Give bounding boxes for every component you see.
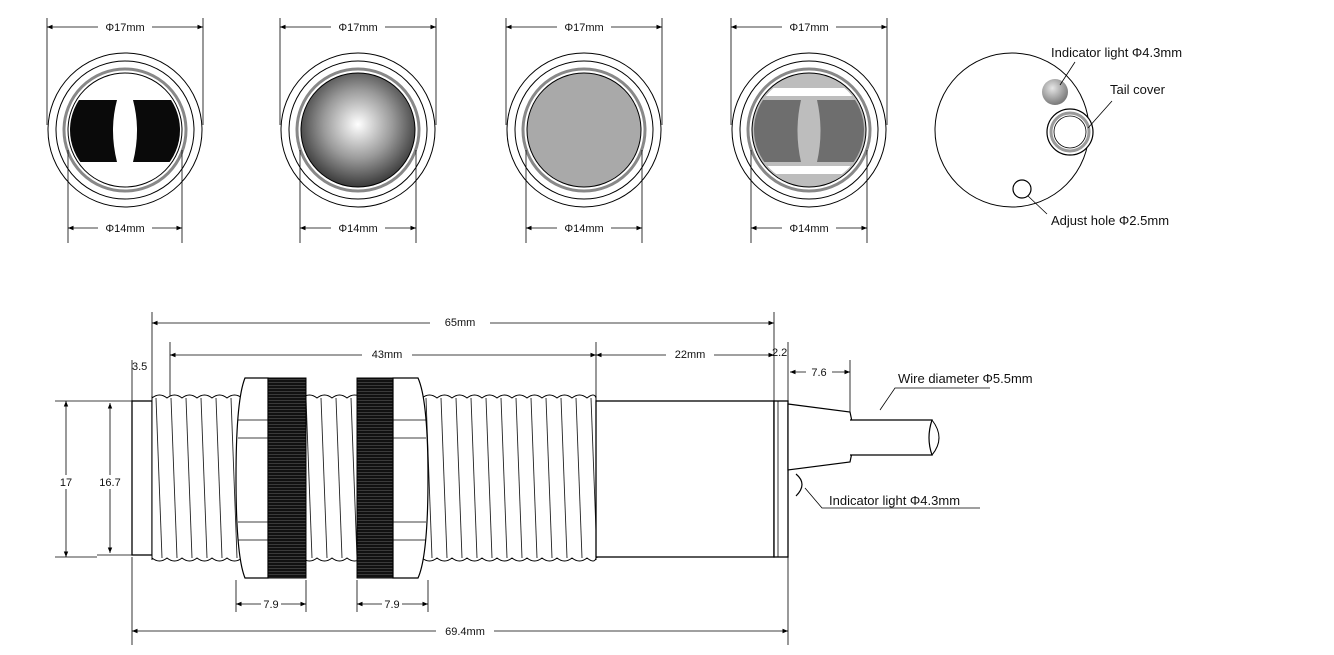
front-view-3-outer-dim: Φ17mm [564,22,603,34]
dim-body-length: 22mm [675,349,706,361]
front-view-2: Φ17mm Φ14mm [279,18,437,243]
dim-lens-length: 3.5 [132,361,147,373]
front-view-2-outer-dim: Φ17mm [338,22,377,34]
front-view-1-outer-dim: Φ17mm [105,22,144,34]
front-view-4-inner-dim: Φ14mm [789,223,828,235]
dim-gland-length: 7.6 [811,367,826,379]
dim-total-length: 69.4mm [445,626,485,638]
dim-total-front: 65mm [445,317,476,329]
front-view-3-inner-dim: Φ14mm [564,223,603,235]
tail-cover-label: Tail cover [1110,82,1166,97]
dim-nut-1: 7.9 [263,599,278,611]
side-indicator-label: Indicator light Φ4.3mm [829,493,960,508]
dim-height-inner: 16.7 [99,477,120,489]
front-view-2-inner-dim: Φ14mm [338,223,377,235]
front-view-1: Φ17mm Φ14mm [46,18,204,243]
adjust-hole-label: Adjust hole Φ2.5mm [1051,213,1169,228]
front-view-3: Φ17mm Φ14mm [505,18,663,243]
front-view-4: Φ17mm Φ14mm [730,18,888,243]
dim-thread-length: 43mm [372,349,403,361]
wire-diameter-label: Wire diameter Φ5.5mm [898,371,1033,386]
dim-nut-2: 7.9 [384,599,399,611]
rear-indicator-label: Indicator light Φ4.3mm [1051,45,1182,60]
indicator-light-dot [1042,79,1068,105]
nut-2 [356,377,429,579]
front-view-4-outer-dim: Φ17mm [789,22,828,34]
rear-view: Indicator light Φ4.3mm Tail cover Adjust… [934,45,1182,228]
dim-height-outer: 17 [60,477,72,489]
dim-cap-length: 2.2 [772,347,787,359]
side-view: 65mm 43mm 22mm 2.2 3.5 7.6 Wire diameter… [55,312,1033,645]
adjust-hole [1012,179,1032,199]
nut-1 [235,377,307,579]
front-view-1-inner-dim: Φ14mm [105,223,144,235]
